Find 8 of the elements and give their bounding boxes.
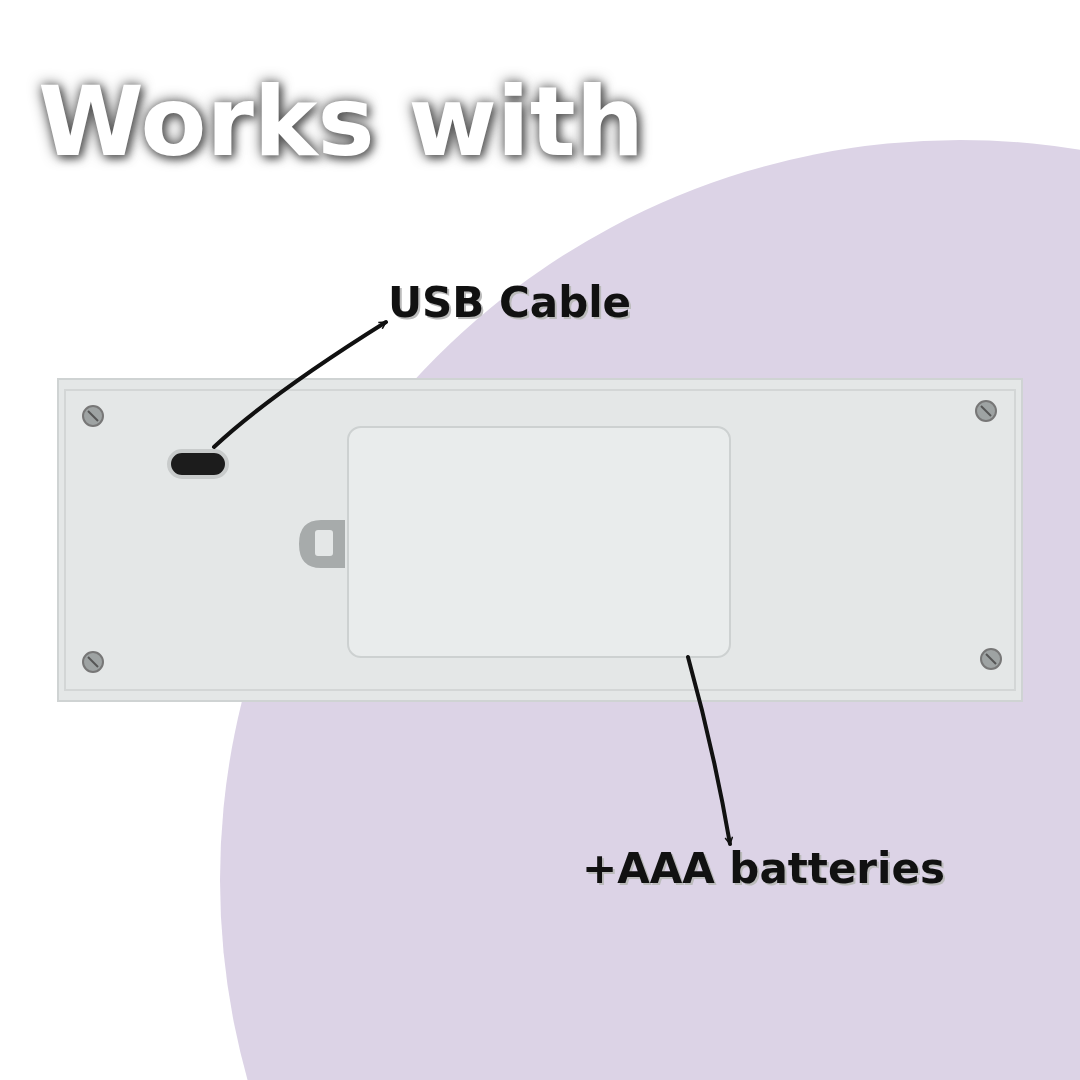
callout-label: USB Cable xyxy=(388,280,668,336)
battery-cover xyxy=(347,426,731,658)
title-heading: Works with xyxy=(38,70,644,176)
usb-port xyxy=(167,449,229,479)
device-drawing xyxy=(57,378,1023,702)
arrow xyxy=(212,320,388,449)
arrow xyxy=(686,655,734,846)
callout-label: +AAA batteries xyxy=(582,846,962,902)
